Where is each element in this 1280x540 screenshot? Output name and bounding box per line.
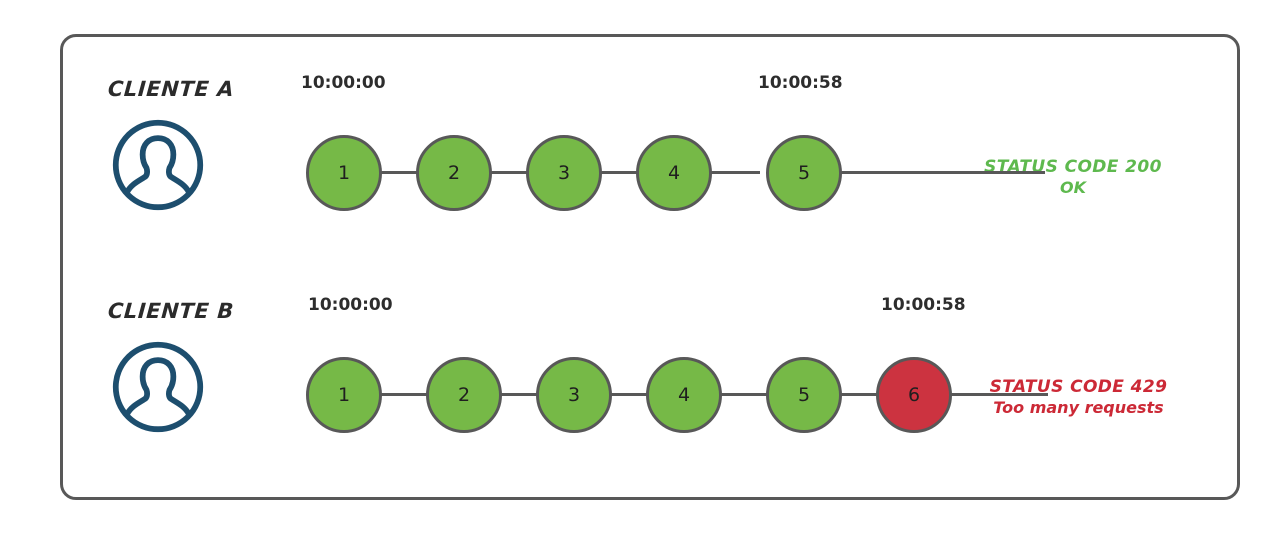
timestamp-start-a: 10:00:00 — [301, 73, 386, 93]
request-node[interactable]: 4 — [636, 135, 712, 211]
request-node-blocked[interactable]: 6 — [876, 357, 952, 433]
request-chain-b: 1 2 3 4 5 6 — [63, 357, 1237, 467]
connector — [380, 393, 430, 396]
client-label-b: CLIENTE B — [107, 299, 235, 323]
connector — [610, 393, 650, 396]
request-node[interactable]: 3 — [536, 357, 612, 433]
request-node[interactable]: 2 — [416, 135, 492, 211]
request-node[interactable]: 5 — [766, 135, 842, 211]
connector — [600, 171, 640, 174]
connector — [710, 171, 760, 174]
status-message-b: STATUS CODE 429 Too many requests — [971, 377, 1186, 417]
request-node[interactable]: 5 — [766, 357, 842, 433]
client-label-a: CLIENTE A — [107, 77, 236, 101]
connector-tail — [950, 393, 1048, 396]
connector — [490, 171, 530, 174]
client-row-a: CLIENTE A 10:00:00 10:00:58 1 2 3 — [63, 73, 1237, 297]
status-code-line: STATUS CODE 429 — [989, 377, 1168, 397]
user-avatar-icon — [110, 117, 206, 213]
timestamp-end-a: 10:00:58 — [758, 73, 843, 93]
request-node[interactable]: 2 — [426, 357, 502, 433]
connector-tail — [840, 171, 1045, 174]
client-row-b: CLIENTE B 10:00:00 10:00:58 1 2 — [63, 295, 1237, 519]
connector — [380, 171, 420, 174]
status-code-line: STATUS CODE 200 — [984, 157, 1162, 177]
request-node[interactable]: 3 — [526, 135, 602, 211]
request-node[interactable]: 1 — [306, 357, 382, 433]
connector — [720, 393, 770, 396]
request-chain-a: 1 2 3 4 5 — [63, 135, 1237, 245]
status-detail-line: Too many requests — [993, 397, 1164, 417]
request-node[interactable]: 1 — [306, 135, 382, 211]
diagram-frame: CLIENTE A 10:00:00 10:00:58 1 2 3 — [60, 34, 1240, 500]
timestamp-start-b: 10:00:00 — [308, 295, 393, 315]
status-detail-line: OK — [1060, 177, 1086, 197]
connector — [840, 393, 880, 396]
connector — [500, 393, 540, 396]
timestamp-end-b: 10:00:58 — [881, 295, 966, 315]
request-node[interactable]: 4 — [646, 357, 722, 433]
status-message-a: STATUS CODE 200 OK — [973, 157, 1173, 197]
user-avatar-icon — [110, 339, 206, 435]
